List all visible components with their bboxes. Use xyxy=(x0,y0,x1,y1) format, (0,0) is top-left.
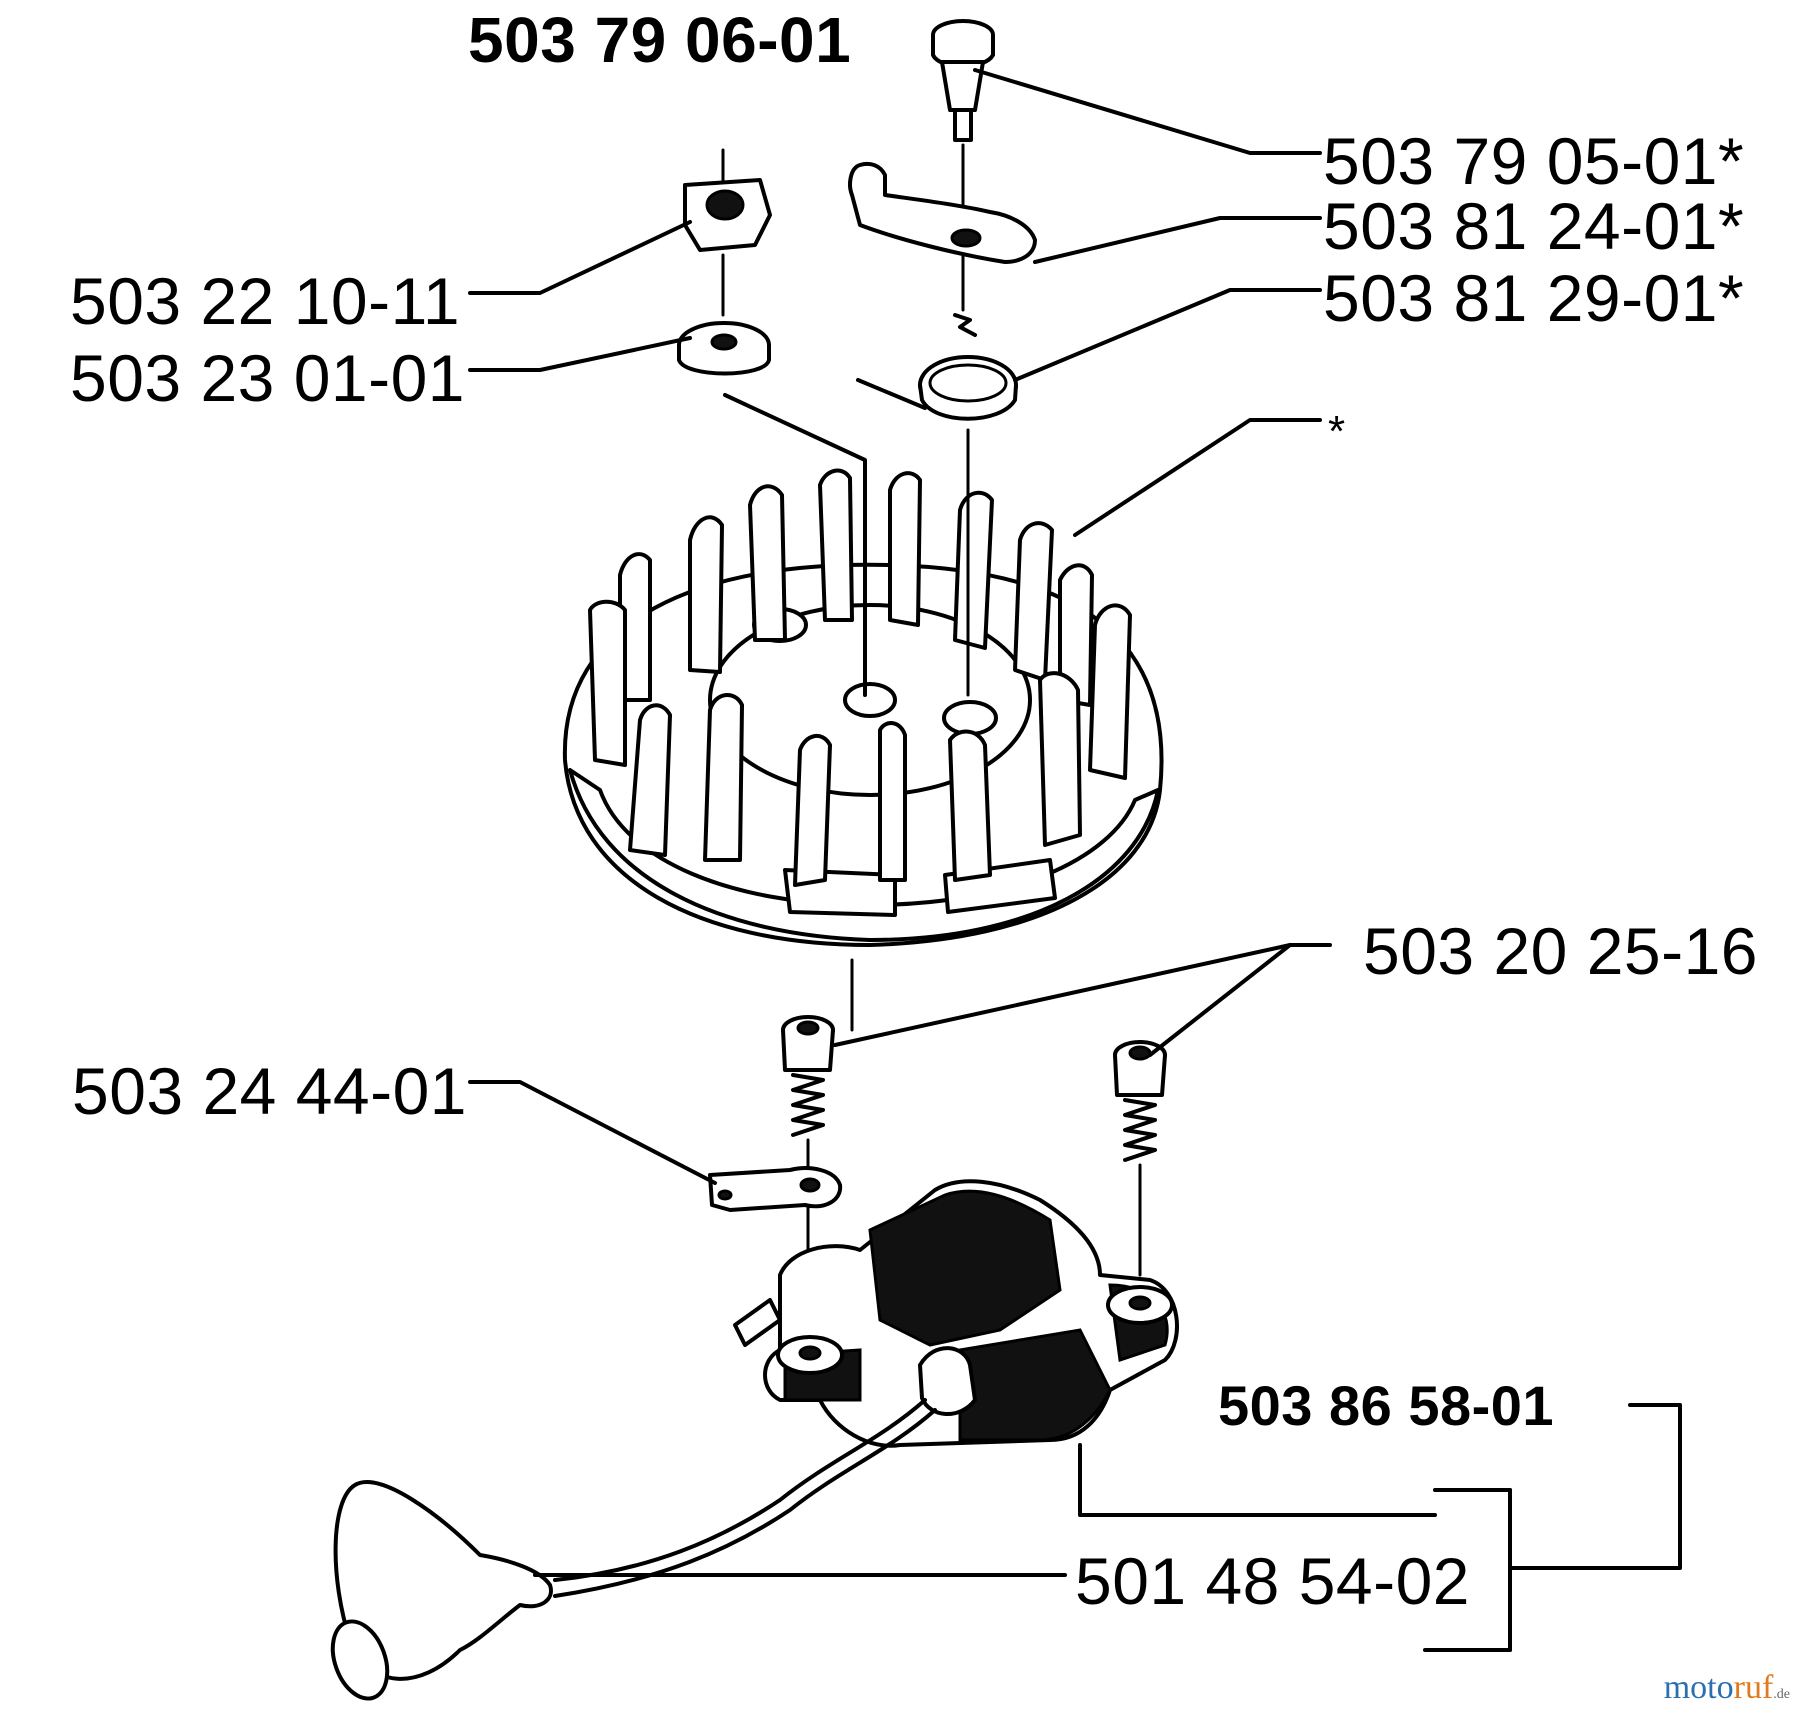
watermark-logo: motoruf.de xyxy=(1664,1669,1790,1707)
nut xyxy=(683,148,772,317)
leader-lines xyxy=(468,68,1682,1652)
pawl xyxy=(848,161,1037,312)
label-ignition-assembly: 503 86 58-01 xyxy=(1218,1374,1555,1437)
spring xyxy=(856,313,1018,697)
label-washer: 503 23 01-01 xyxy=(70,341,466,415)
label-spring: 503 81 29-01* xyxy=(1323,261,1745,335)
watermark-part3: .de xyxy=(1773,1687,1790,1702)
label-flywheel-asterisk: * xyxy=(1328,407,1346,456)
label-nut: 503 22 10-11 xyxy=(70,264,461,338)
watermark-part1: moto xyxy=(1663,1669,1734,1706)
label-terminal: 503 24 44-01 xyxy=(72,1054,468,1128)
label-screws: 503 20 25-16 xyxy=(1363,914,1759,988)
pin xyxy=(931,19,995,232)
flywheel-fins xyxy=(588,468,1132,887)
screw-right xyxy=(1113,1040,1167,1277)
label-top-assembly: 503 79 06-01 xyxy=(468,4,852,76)
label-ignition-module: 501 48 54-02 xyxy=(1075,1544,1471,1618)
flywheel xyxy=(562,468,1164,947)
watermark-part2: ruf xyxy=(1733,1669,1774,1706)
label-pawl: 503 81 24-01* xyxy=(1323,189,1745,263)
ignition-module xyxy=(330,1179,1179,1701)
label-pin: 503 79 05-01* xyxy=(1323,124,1745,198)
terminal xyxy=(708,1166,843,1212)
washer xyxy=(677,321,867,697)
